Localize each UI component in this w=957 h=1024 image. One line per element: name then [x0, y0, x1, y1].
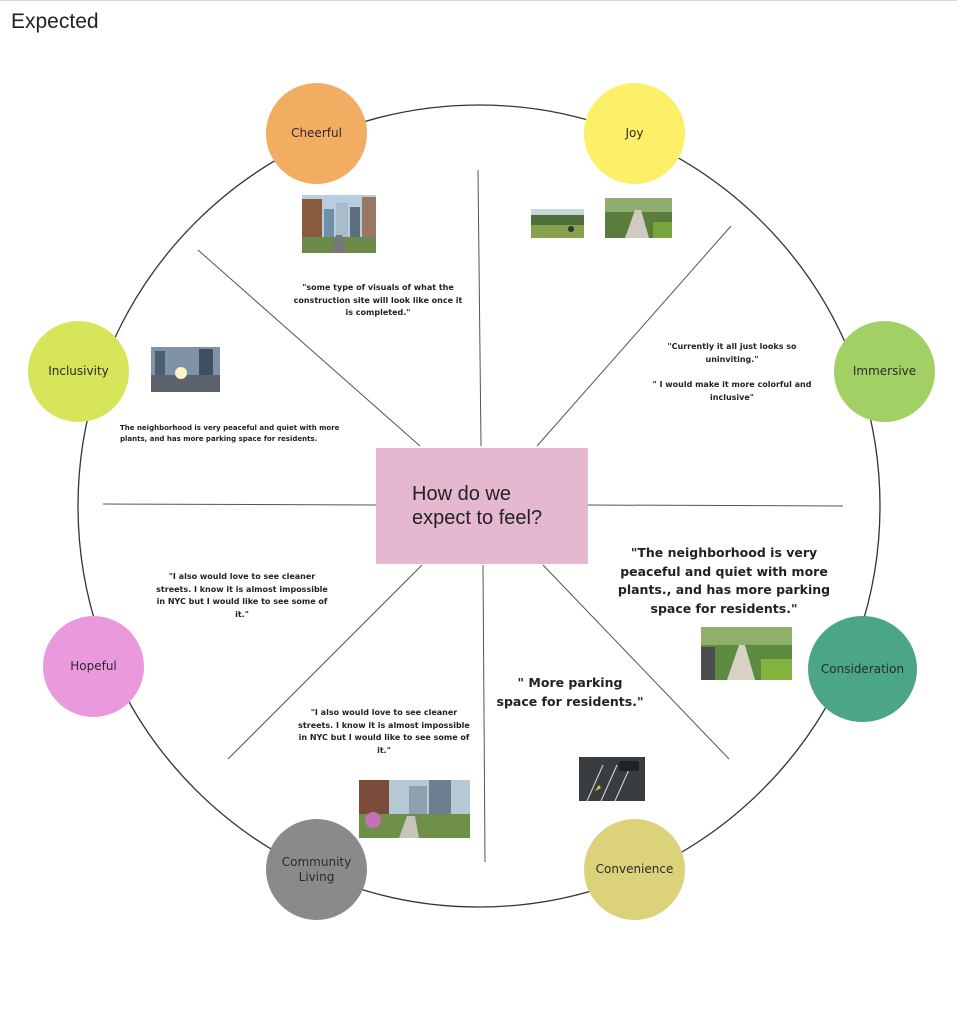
photo-city-street: [302, 195, 376, 253]
emotion-convenience: Convenience: [584, 819, 685, 920]
divider-line: [477, 169, 482, 447]
sunlit-road-image: [151, 347, 220, 392]
divider-lines: [102, 169, 844, 863]
emotion-label: Joy: [625, 126, 644, 140]
emotion-community-living: Community Living: [266, 819, 367, 920]
divider-line: [542, 564, 730, 760]
emotion-label: Immersive: [852, 364, 917, 378]
quote-community-living: "I also would love to see cleaner street…: [298, 708, 470, 755]
divider-line: [536, 225, 732, 447]
divider-line: [197, 249, 421, 447]
photo-park-lawn: [531, 209, 584, 238]
photo-elevated-greenway: [359, 780, 470, 838]
quote-immersive-1: "Currently it all just looks so uninviti…: [667, 342, 797, 364]
page-title: Expected: [11, 10, 99, 33]
divider-line: [482, 564, 486, 863]
park-lawn-image: [531, 209, 584, 238]
emotion-label: Community Living: [281, 854, 352, 884]
quote-hopeful: "I also would love to see cleaner street…: [156, 572, 328, 619]
emotion-consideration: Consideration: [808, 616, 917, 722]
center-question: How do we expect to feel?: [412, 483, 543, 529]
emotion-label: Consideration: [820, 661, 905, 676]
quote-cheerful: "some type of visuals of what the constr…: [293, 283, 463, 317]
divider-line: [102, 503, 377, 506]
walkway-image: [605, 198, 672, 238]
emotion-immersive: Immersive: [834, 321, 935, 422]
greenway-image: [359, 780, 470, 838]
emotion-label: Hopeful: [70, 659, 117, 673]
photo-sunlit-road: [151, 347, 220, 392]
divider-line: [587, 504, 844, 507]
photo-garden-path: [701, 627, 792, 680]
parking-lot-image: [579, 757, 645, 801]
quote-immersive-2: " I would make it more colorful and incl…: [652, 380, 812, 402]
emotion-cheerful: Cheerful: [266, 83, 367, 184]
quote-convenience: " More parking space for residents.": [496, 675, 644, 709]
emotion-label: Inclusivity: [48, 364, 109, 378]
garden-path-image: [701, 627, 792, 680]
divider-line: [227, 564, 423, 760]
emotion-joy: Joy: [584, 83, 685, 184]
emotion-hopeful: Hopeful: [43, 616, 144, 717]
emotion-label: Convenience: [595, 862, 674, 876]
top-divider: [0, 0, 957, 1]
photo-parking-lot: [579, 757, 645, 801]
emotion-inclusivity: Inclusivity: [28, 321, 129, 422]
city-street-image: [302, 195, 376, 253]
center-question-box: How do we expect to feel?: [376, 448, 588, 564]
photo-tree-lined-walkway: [605, 198, 672, 238]
emotion-label: Cheerful: [291, 126, 342, 140]
quote-inclusivity: The neighborhood is very peaceful and qu…: [120, 424, 340, 443]
quote-consideration: "The neighborhood is very peaceful and q…: [617, 545, 831, 616]
outer-circle: [77, 104, 881, 908]
